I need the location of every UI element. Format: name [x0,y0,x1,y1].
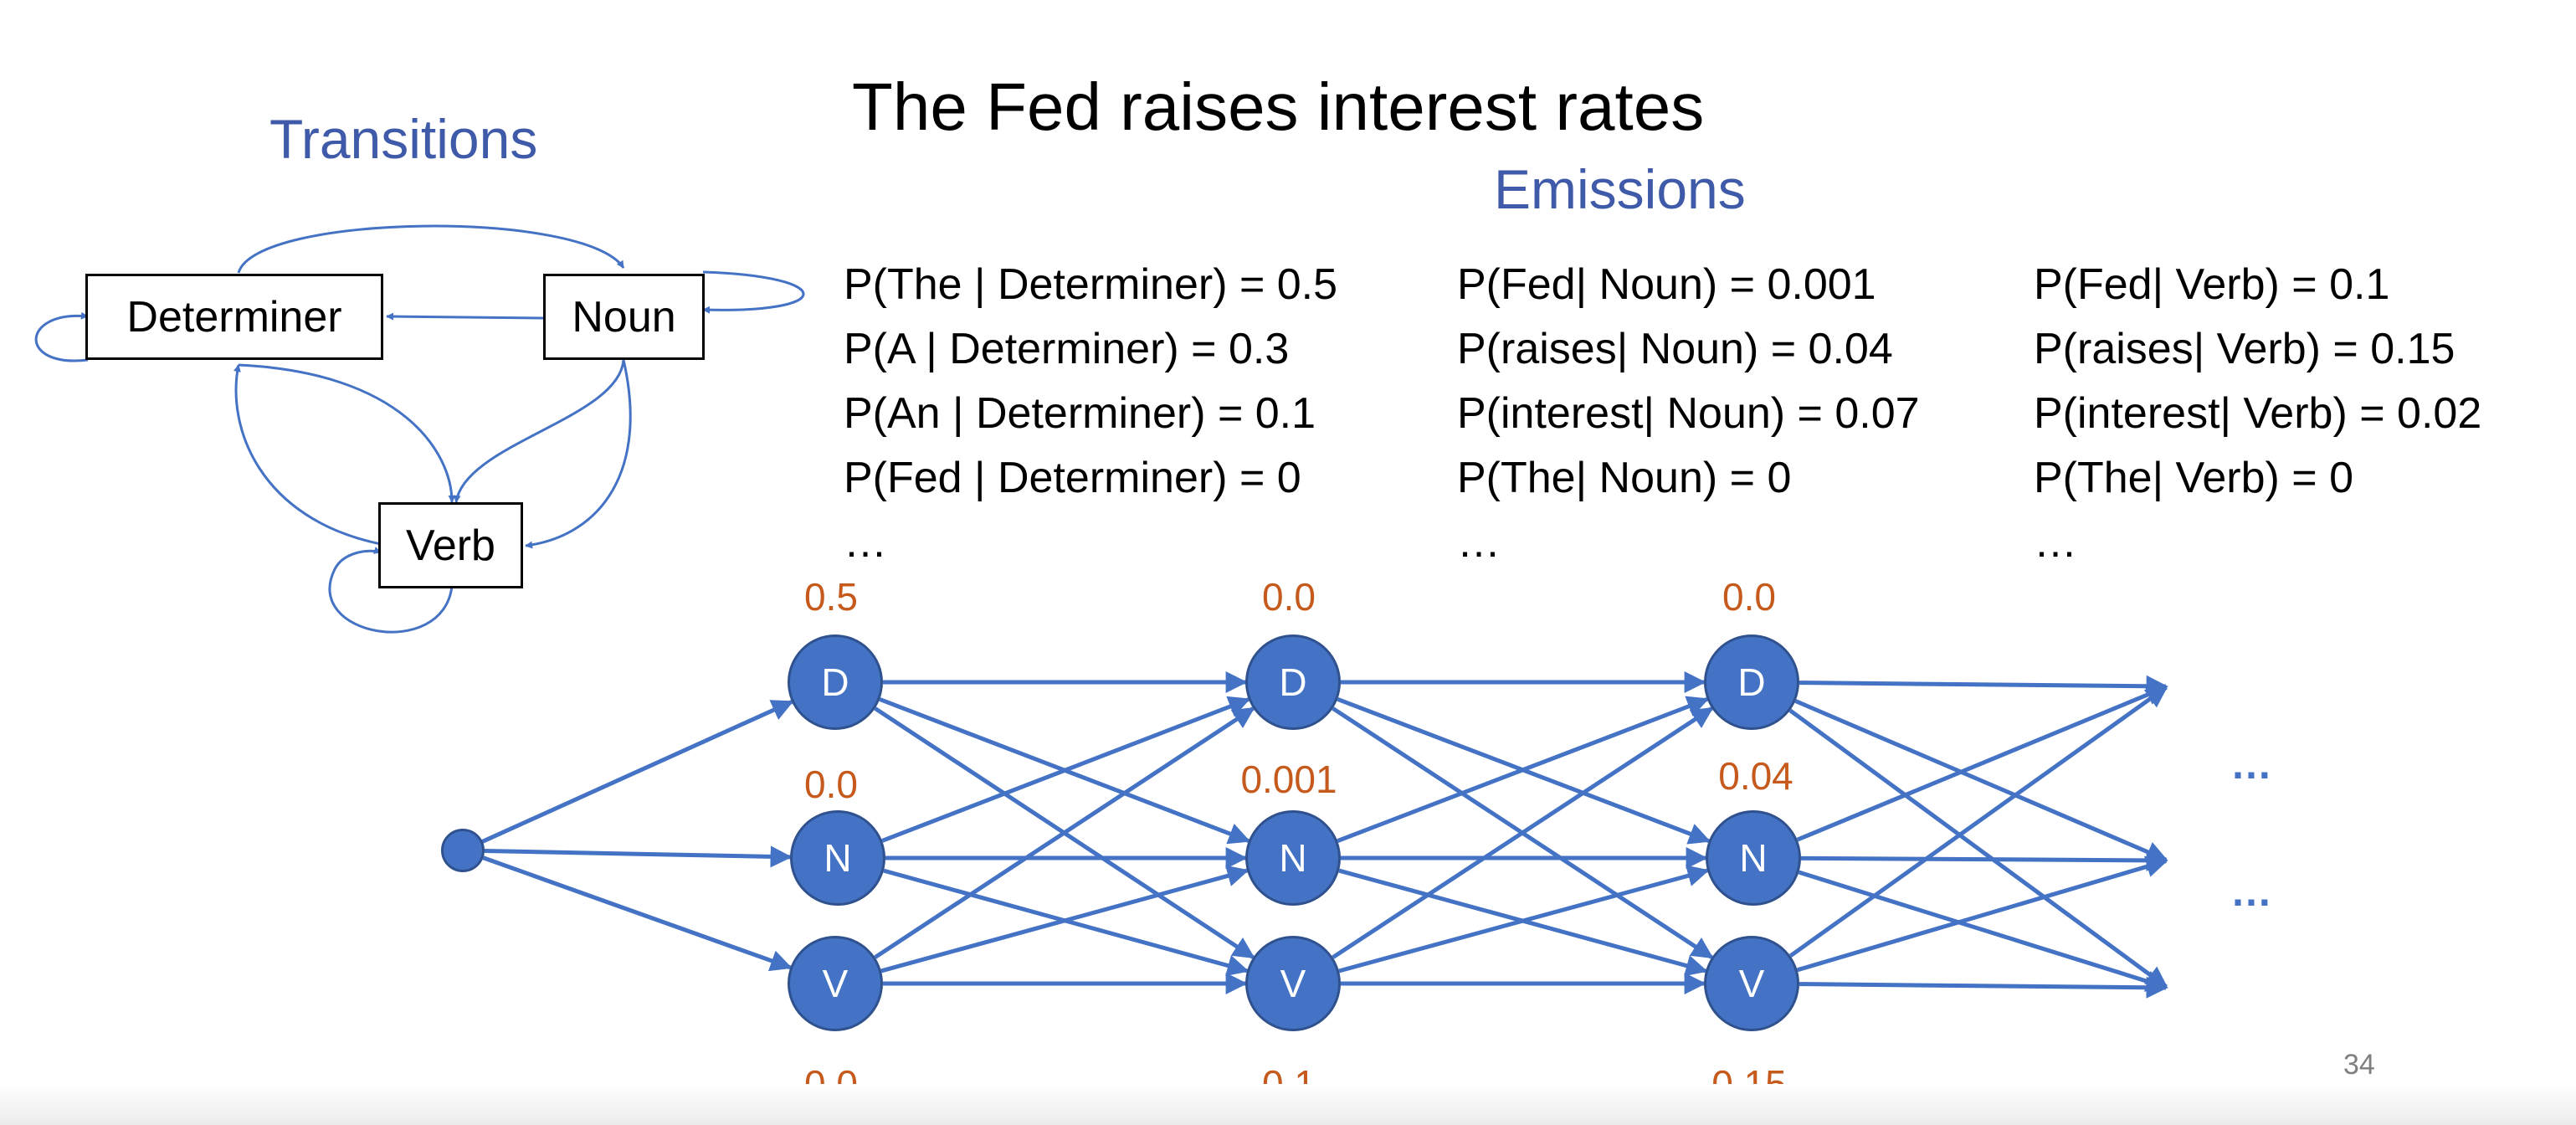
trellis-node-col3-v: V [1704,936,1799,1031]
trellis-edge-col1-v-to-d [874,706,1255,959]
bottom-shadow [0,1084,2576,1125]
emission-line: P(An | Determiner) = 0.1 [844,389,1316,438]
transition-verb-to-determiner [233,364,382,546]
state-noun-box: Noun [543,274,705,360]
emissions-determiner-column: P(The | Determiner) = 0.5 P(A | Determin… [844,253,1337,575]
emission-ellipsis: … [2034,518,2077,567]
trellis-edge-start-to-n [484,845,793,868]
emissions-heading: Emissions [1494,158,1746,220]
trellis-edge-col3-n-to-d [1796,684,2168,842]
slide-title: The Fed raises interest rates [852,69,1705,144]
prob-col3-noun: 0.04 [1718,754,1793,798]
trellis-edges [481,671,2168,999]
prob-col3-determiner: 0.0 [1722,575,1776,619]
trellis-edge-col3-n-to-v [1798,870,2168,992]
emission-line: P(raises| Verb) = 0.15 [2034,325,2455,373]
emission-line: P(interest| Noun) = 0.07 [1457,389,1920,438]
trellis-edge-start-to-v [482,855,793,972]
trellis-edge-col3-d-to-n [1794,699,2168,862]
prob-col1-noun: 0.0 [804,763,858,806]
transition-verb-self-loop [328,547,454,634]
trellis-edge-col3-d-to-d [1799,675,2168,697]
transition-noun-to-verb [453,359,625,503]
emission-line: P(The| Verb) = 0 [2034,454,2354,502]
emission-line: P(The | Determiner) = 0.5 [844,260,1338,309]
emissions-noun-column: P(Fed| Noun) = 0.001 P(raises| Noun) = 0… [1457,253,1920,575]
emission-line: P(A | Determiner) = 0.3 [844,325,1290,373]
state-verb-box: Verb [378,502,523,588]
emission-line: P(raises| Noun) = 0.04 [1457,325,1893,373]
trellis-edge-col3-d-to-v [1788,708,2168,989]
trellis-node-col2-n: N [1245,810,1341,906]
emissions-verb-column: P(Fed| Verb) = 0.1 P(raises| Verb) = 0.1… [2034,253,2481,575]
trellis-edge-col3-v-to-n [1796,855,2168,973]
transition-determiner-to-noun [237,224,625,274]
transition-noun-self-loop [702,270,805,314]
trellis-start-node [441,829,485,872]
trellis-node-col1-d: D [788,634,883,730]
transition-arrows [34,224,805,634]
trellis-continuation-upper: … [2230,741,2272,788]
trellis-edge-col1-v-to-n [880,865,1250,973]
transition-noun-to-determiner [386,312,545,321]
prob-col2-determiner: 0.0 [1262,575,1316,619]
trellis-edge-col3-n-to-n [1800,849,2168,871]
emission-line: P(Fed| Verb) = 0.1 [2034,260,2390,309]
prob-col1-determiner: 0.5 [804,575,858,619]
trellis-edge-col1-n-to-d [881,696,1251,843]
transition-determiner-to-verb [238,363,456,503]
transitions-heading: Transitions [269,108,538,170]
trellis-edge-col2-v-to-n [1338,865,1710,973]
trellis-edge-col2-n-to-d [1337,696,1710,843]
emission-line: P(The| Noun) = 0 [1457,454,1792,502]
trellis-edge-start-to-d [481,700,794,844]
trellis-node-col1-n: N [790,810,885,906]
emission-line: P(interest| Verb) = 0.02 [2034,389,2482,438]
state-determiner-box: Determiner [85,274,383,360]
transition-noun-to-verb-side [525,359,632,549]
emission-line: P(Fed | Determiner) = 0 [844,454,1301,502]
trellis-edge-col3-v-to-d [1788,686,2168,958]
trellis-node-col3-d: D [1704,634,1799,730]
trellis-node-col2-d: D [1245,634,1341,730]
trellis-node-col3-n: N [1706,810,1801,906]
trellis-edge-col2-v-to-d [1332,706,1714,959]
trellis-continuation-lower: … [2230,868,2272,915]
emission-line: P(Fed| Noun) = 0.001 [1457,260,1876,309]
emission-ellipsis: … [1457,518,1501,567]
transition-determiner-self-loop [34,311,89,362]
trellis-edge-col3-v-to-v [1799,976,2168,999]
prob-col2-noun: 0.001 [1240,758,1337,801]
page-number: 34 [2343,1049,2375,1081]
trellis-node-col1-v: V [788,936,883,1031]
trellis-node-col2-v: V [1245,936,1341,1031]
emission-ellipsis: … [844,518,887,567]
